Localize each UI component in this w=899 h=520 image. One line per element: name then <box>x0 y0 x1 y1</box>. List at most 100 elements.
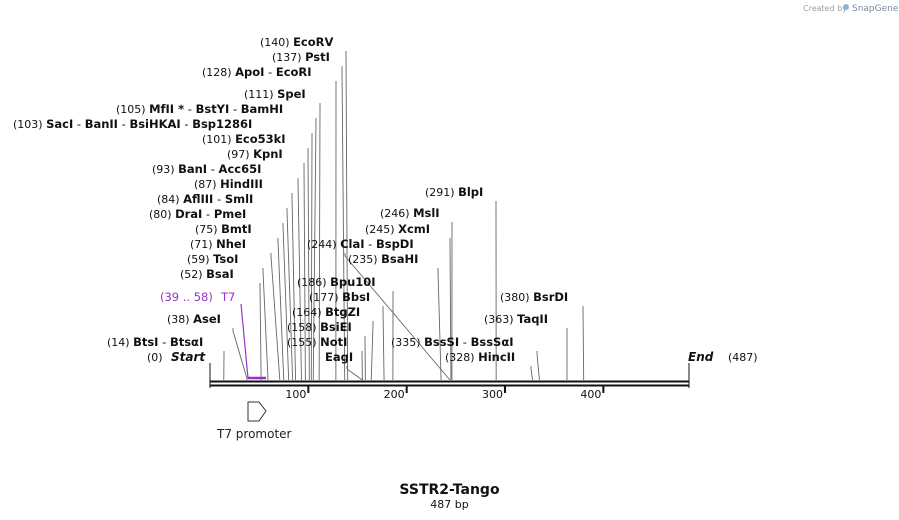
enzyme-name: BsaI <box>206 267 234 281</box>
primer-name: T7 <box>220 290 235 304</box>
site-connector <box>262 268 269 381</box>
enzyme-site-label: (84) AflIII - SmlI <box>157 192 253 206</box>
site-position: (38) <box>167 313 193 326</box>
enzyme-name: Eco53kI <box>235 132 286 146</box>
enzyme-name: MslI <box>413 206 440 220</box>
enzyme-site-label: (155) NotI <box>287 335 347 349</box>
name-separator: - <box>73 117 84 131</box>
site-position: (103) <box>13 118 46 131</box>
site-position: (363) <box>484 313 517 326</box>
enzyme-name: NheI <box>216 237 246 251</box>
enzyme-name: TsoI <box>213 252 238 266</box>
site-position: (158) <box>287 321 320 334</box>
enzyme-site-label: (335) BssSI - BssSαI <box>391 335 514 349</box>
site-position: (245) <box>365 223 398 236</box>
credit-text: Created by <box>803 4 847 13</box>
enzyme-name: PstI <box>305 50 330 64</box>
name-separator: - <box>264 65 275 79</box>
enzyme-name: BstYI <box>196 102 230 116</box>
site-connector <box>286 208 294 381</box>
site-position: (101) <box>202 133 235 146</box>
enzyme-name: BspDI <box>376 237 414 251</box>
enzyme-name: BssSαI <box>471 335 514 349</box>
enzyme-site-label: (158) BsiEI <box>287 320 352 334</box>
enzyme-name: SacI <box>46 117 73 131</box>
site-position: (128) <box>202 66 235 79</box>
enzyme-site-label: (105) MfII * - BstYI - BamHI <box>116 102 283 116</box>
enzyme-site-label: (328) HincII <box>445 350 515 364</box>
enzyme-name: TaqII <box>517 312 548 326</box>
name-separator: - <box>207 162 218 176</box>
enzyme-name: PmeI <box>214 207 247 221</box>
site-position: (84) <box>157 193 183 206</box>
enzyme-name: BamHI <box>241 102 283 116</box>
enzyme-site-label: (93) BanI - Acc65I <box>152 162 261 176</box>
enzyme-name: BlpI <box>458 185 483 199</box>
enzyme-site-label: (291) BlpI <box>425 185 483 199</box>
feature-arrow-icon <box>247 401 267 422</box>
enzyme-name: HindIII <box>220 177 263 191</box>
site-position: (105) <box>116 103 149 116</box>
name-separator: - <box>184 102 195 116</box>
enzyme-name: BsrDI <box>533 290 568 304</box>
site-position: (244) <box>307 238 340 251</box>
site-connector <box>382 306 385 381</box>
site-connector <box>277 238 285 381</box>
feature-t7-promoter: T7 promoter <box>216 401 292 441</box>
enzyme-name: XcmI <box>398 222 430 236</box>
enzyme-site-label: (177) BbsI <box>309 290 370 304</box>
enzyme-site-label: EagI <box>325 350 353 364</box>
site-position: (291) <box>425 186 458 199</box>
site-position: (111) <box>244 88 277 101</box>
enzyme-name: ApoI <box>235 65 264 79</box>
site-connector <box>310 133 313 381</box>
site-connector <box>318 103 321 381</box>
enzyme-name: Bpu10I <box>330 275 375 289</box>
site-connector <box>291 193 297 381</box>
site-position: (87) <box>194 178 220 191</box>
enzyme-site-label: (38) AseI <box>167 312 221 326</box>
site-position: (93) <box>152 163 178 176</box>
enzyme-site-label: (380) BsrDI <box>500 290 568 304</box>
enzyme-name: HincII <box>478 350 515 364</box>
site-connector <box>259 283 262 381</box>
name-separator: - <box>365 237 376 251</box>
enzyme-site-label: (71) NheI <box>190 237 246 251</box>
ruler-tick-label: 400 <box>580 388 601 401</box>
start-label: Start <box>171 350 206 364</box>
enzyme-name: Bsp1286I <box>192 117 252 131</box>
enzyme-name: BssSI <box>424 335 459 349</box>
enzyme-name: BtsI <box>133 335 158 349</box>
enzyme-site-label: (137) PstI <box>272 50 330 64</box>
site-position: (80) <box>149 208 175 221</box>
enzyme-name: KpnI <box>253 147 283 161</box>
enzyme-name: BsiEI <box>320 320 352 334</box>
enzyme-site-label: (101) Eco53kI <box>202 132 286 146</box>
enzyme-site-label: (245) XcmI <box>365 222 430 236</box>
enzyme-name: ClaI <box>340 237 364 251</box>
enzyme-name: BsaHI <box>381 252 418 266</box>
enzyme-name: EcoRI <box>276 65 312 79</box>
site-connector <box>582 306 585 381</box>
site-connectors <box>223 51 585 381</box>
name-separator: - <box>459 335 470 349</box>
enzyme-name: BanII <box>85 117 118 131</box>
site-position: (140) <box>260 36 293 49</box>
enzyme-site-label: (164) BtgZI <box>292 305 360 319</box>
site-position: (246) <box>380 207 413 220</box>
enzyme-name: SpeI <box>277 87 306 101</box>
site-connector <box>346 366 363 381</box>
site-position: (75) <box>195 223 221 236</box>
ruler-tick-label: 300 <box>482 388 503 401</box>
site-connector <box>307 148 310 381</box>
enzyme-name: Acc65I <box>219 162 262 176</box>
enzyme-site-label: (87) HindIII <box>194 177 263 191</box>
enzyme-site-label: (52) BsaI <box>180 267 234 281</box>
backbone <box>209 363 690 388</box>
enzyme-name: BsiHKAI <box>129 117 180 131</box>
site-position: (155) <box>287 336 320 349</box>
enzyme-site-label: (235) BsaHI <box>348 252 418 266</box>
site-connector <box>270 253 281 381</box>
site-position: (235) <box>348 253 381 266</box>
enzyme-site-label: (128) ApoI - EcoRI <box>202 65 312 79</box>
